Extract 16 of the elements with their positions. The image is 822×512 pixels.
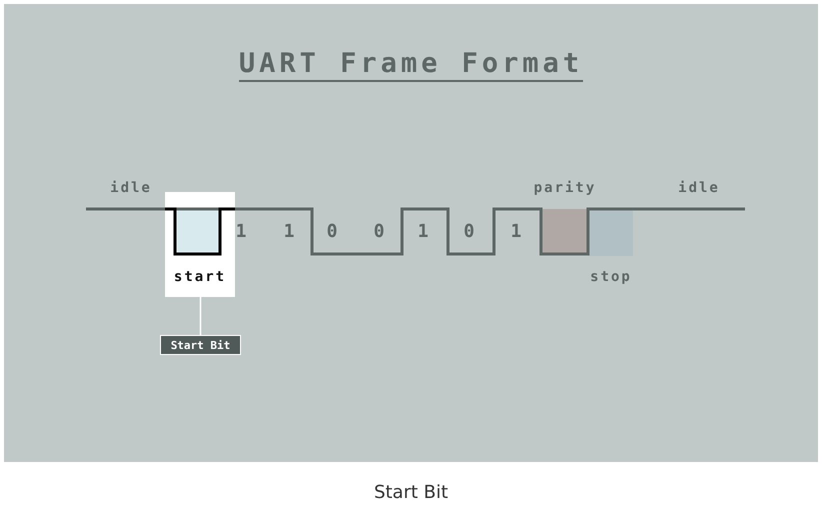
signal-label: idle — [678, 180, 720, 196]
bit-label: start — [172, 269, 228, 285]
leader-line — [200, 297, 202, 335]
bit-value: 1 — [236, 221, 248, 242]
title: UART Frame Format — [238, 48, 584, 82]
bit-value: 1 — [510, 221, 524, 242]
signal-label: stop — [590, 269, 632, 285]
bit-value: 1 — [418, 221, 430, 242]
bit-value: 0 — [374, 221, 386, 242]
bit-value: 1 — [284, 221, 296, 242]
bit-value: 0 — [464, 221, 476, 242]
caption: Start Bit — [374, 482, 448, 503]
signal-label: idle — [110, 180, 152, 196]
callout-tag: Start Bit — [160, 335, 241, 355]
bit-value: 0 — [326, 221, 340, 242]
signal-label: parity — [534, 180, 596, 196]
